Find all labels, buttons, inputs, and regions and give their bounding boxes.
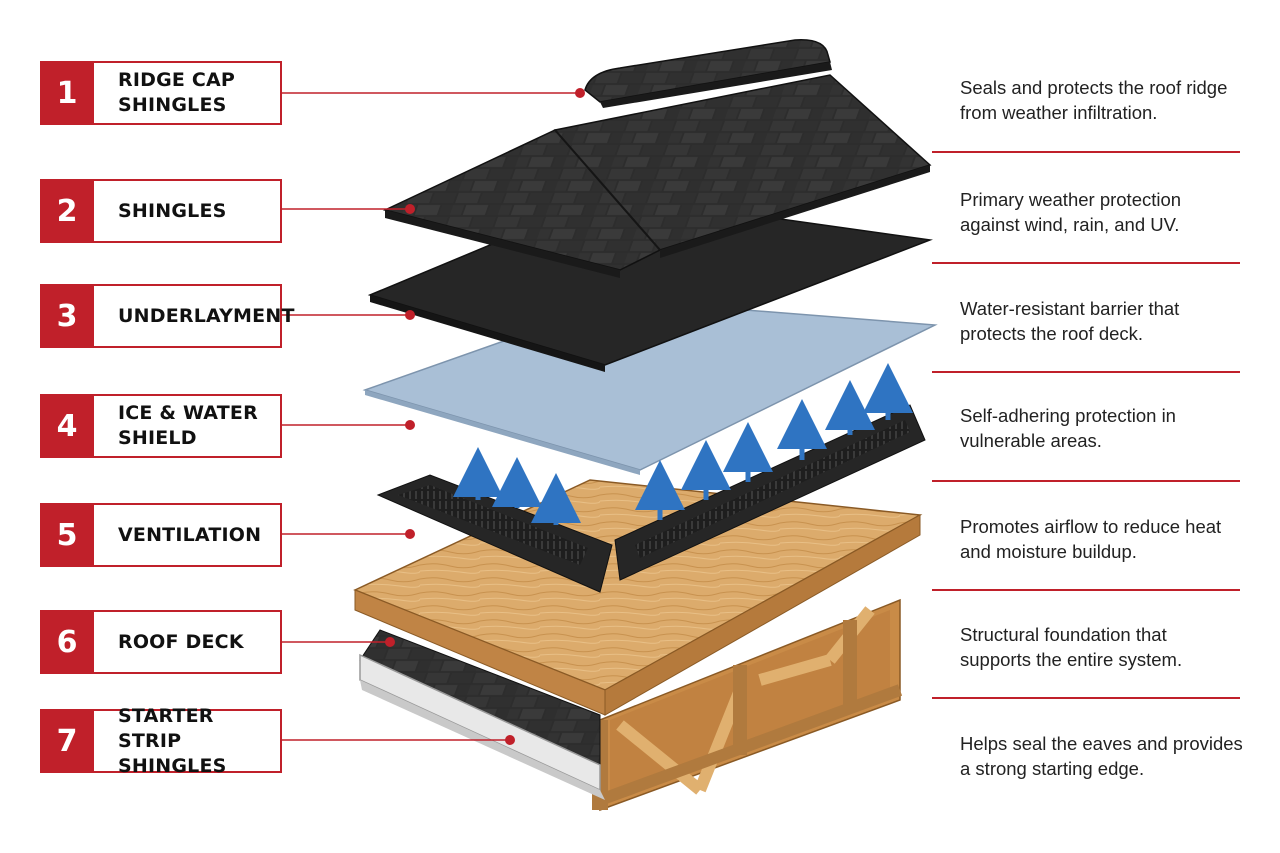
divider xyxy=(932,480,1240,482)
ventilation-strips xyxy=(376,404,926,593)
layer-description-2: Primary weather protection against wind,… xyxy=(960,189,1182,235)
layer-description-7: Helps seal the eaves and provides a stro… xyxy=(960,733,1243,779)
layer-name: VENTILATION xyxy=(118,523,262,546)
layer-number-3: 3 xyxy=(40,284,94,348)
truss-frame xyxy=(592,598,903,812)
layer-description-5: Promotes airflow to reduce heat and mois… xyxy=(960,516,1222,562)
ridge-cap xyxy=(584,39,832,108)
layer-label-roof-deck: ROOF DECK xyxy=(94,610,282,674)
layer-description-3: Water-resistant barrier that protects th… xyxy=(960,298,1180,344)
layer-name: UNDERLAYMENT xyxy=(118,304,295,327)
starter-strip xyxy=(359,629,605,800)
layer-description-1: Seals and protects the roof ridge from w… xyxy=(960,77,1228,123)
divider xyxy=(932,589,1240,591)
layer-number-1: 1 xyxy=(40,61,94,125)
divider xyxy=(932,151,1240,153)
layer-name: STARTER STRIP SHINGLES xyxy=(118,704,227,777)
layer-label-ventilation: VENTILATION xyxy=(94,503,282,567)
layer-name: RIDGE CAP SHINGLES xyxy=(118,69,236,116)
layer-label-underlayment: UNDERLAYMENT xyxy=(94,284,294,348)
layer-number-6: 6 xyxy=(40,610,94,674)
layer-name: SHINGLES xyxy=(118,199,227,222)
divider xyxy=(932,371,1240,373)
layer-number-4: 4 xyxy=(40,394,94,458)
layer-name: ICE & WATER SHIELD xyxy=(118,402,258,449)
layer-label-ridge-cap: RIDGE CAP SHINGLES xyxy=(94,61,282,125)
shingle-roof xyxy=(382,74,932,278)
leader-lines xyxy=(282,88,585,745)
layer-description-4: Self-adhering protection in vulnerable a… xyxy=(960,405,1176,451)
layer-label-starter-strip: STARTER STRIP SHINGLES xyxy=(94,705,282,777)
layer-number-2: 2 xyxy=(40,179,94,243)
airflow-arrows xyxy=(453,363,913,525)
layer-description-6: Structural foundation that supports the … xyxy=(960,624,1183,670)
layer-name: ROOF DECK xyxy=(118,630,244,653)
layer-label-shingles: SHINGLES xyxy=(94,179,282,243)
divider xyxy=(932,262,1240,264)
divider xyxy=(932,697,1240,699)
layer-number-5: 5 xyxy=(40,503,94,567)
layer-label-ice-water-shield: ICE & WATER SHIELD xyxy=(94,394,282,458)
layer-number-7: 7 xyxy=(40,709,94,773)
